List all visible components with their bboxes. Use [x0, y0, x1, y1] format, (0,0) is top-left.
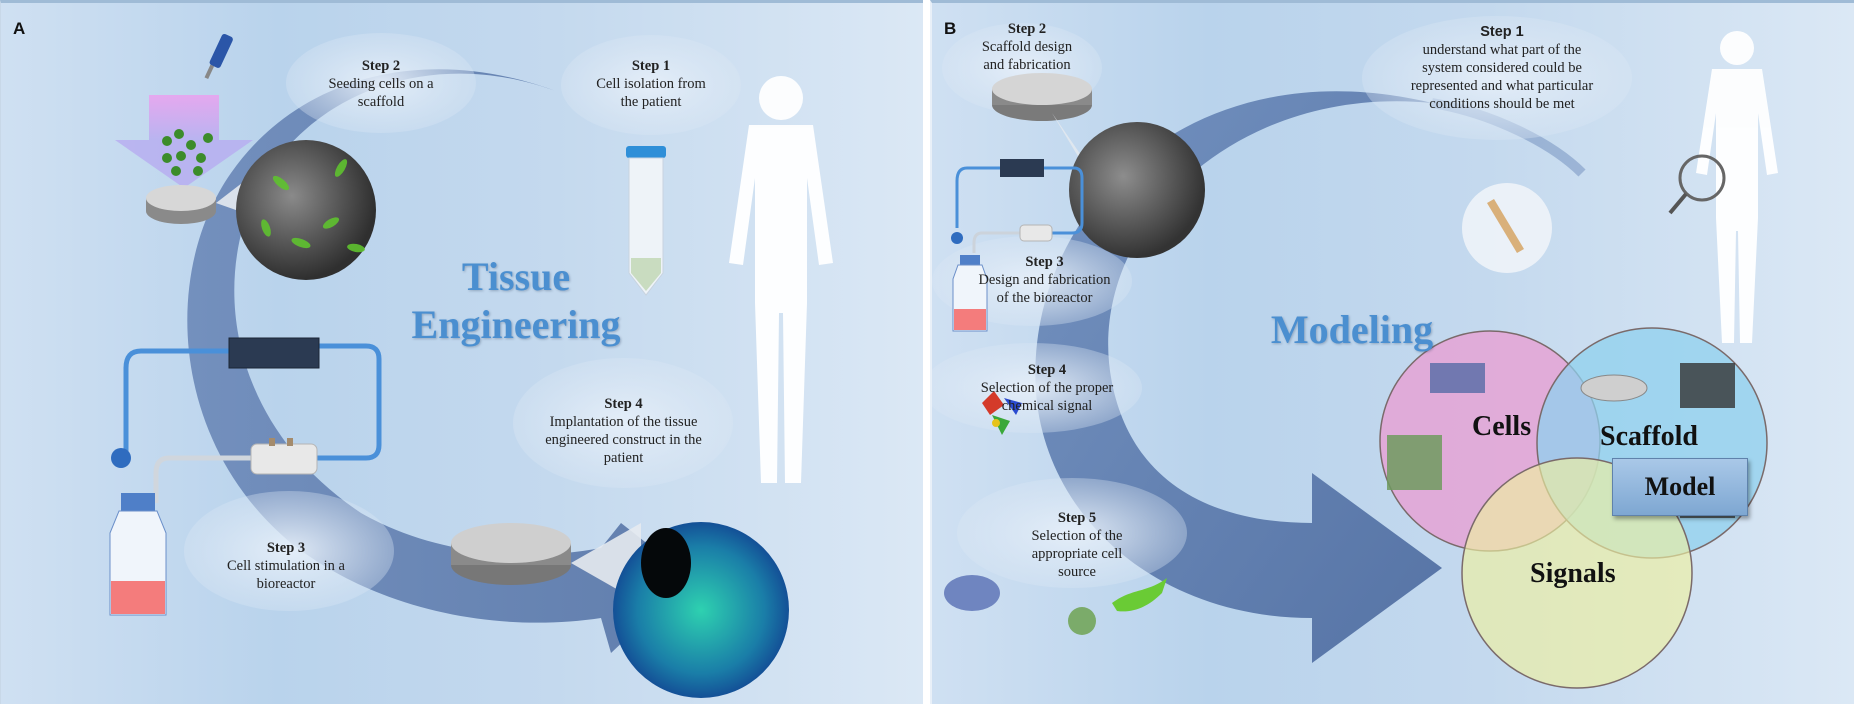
filter-icon-b: [951, 232, 963, 244]
bioreactor-chamber-icon: [250, 438, 318, 475]
step-5-label-b: Step 5 Selection of the appropriate cell…: [1031, 510, 1123, 580]
scaffold-micrograph-b: [1069, 122, 1205, 258]
panel-b-artwork: [932, 16, 1778, 689]
venn-label-cells: Cells: [1472, 411, 1532, 442]
patient-silhouette-a: [729, 76, 833, 483]
venn-cells-sem-green: [1387, 435, 1442, 490]
scaffold-disk-a: [146, 185, 216, 224]
magnifier-icon: [1678, 154, 1726, 202]
protein-structure-icon: [982, 391, 1022, 435]
seeded-scaffold-micrograph: [236, 140, 376, 280]
panel-a-artwork: [109, 33, 833, 698]
step1-bubble-a: [561, 35, 741, 135]
cell-cluster-blue: [944, 575, 1000, 611]
step2-bubble-a: [286, 33, 476, 133]
step-3-label-b: Step 3 Design and fabrication of the bio…: [978, 254, 1111, 306]
step-2-label-a: Step 2 Seeding cells on a scaffold: [328, 58, 434, 110]
step-4-label-b: Step 4 Selection of the proper chemical …: [980, 362, 1114, 414]
panel-label-b: B: [944, 19, 957, 38]
step-3-label-a: Step 3 Cell stimulation in a bioreactor: [226, 540, 345, 592]
panel-a-tissue-engineering: A: [0, 0, 923, 704]
step4-bubble-b: [932, 343, 1142, 433]
filter-icon: [111, 448, 131, 468]
venn-label-scaffold: Scaffold: [1600, 421, 1698, 452]
media-bottle-icon: [109, 493, 167, 616]
step-1-label-b: Step 1 understand what part of the syste…: [1410, 24, 1594, 112]
scaffold-disk-b: [992, 73, 1092, 121]
step4-bubble-a: [513, 358, 733, 488]
step5-bubble-b: [957, 478, 1187, 588]
panel-label-a: A: [13, 19, 26, 38]
femur-bone-icon: [1487, 199, 1524, 253]
step1-bubble-b: [1362, 16, 1632, 140]
step-1-label-a: Step 1 Cell isolation from the patient: [596, 58, 706, 110]
cell-tube-icon: [626, 146, 666, 296]
cell-fibroblast-green: [1112, 578, 1167, 612]
venn-label-signals: Signals: [1530, 558, 1616, 589]
cell-seeding-arrow: [115, 95, 253, 188]
modeling-title: Modeling: [1270, 307, 1434, 352]
step3-bubble-a: [184, 491, 394, 611]
pump-icon-b: [1000, 159, 1044, 177]
step-2-label-b: Step 2 Scaffold design and fabrication: [981, 21, 1073, 73]
venn-cells-sem: [1430, 363, 1485, 393]
bioreactor-setup-b: [955, 166, 1084, 253]
pump-icon: [228, 337, 320, 369]
panel-b-modeling: B: [930, 0, 1854, 704]
fluorescence-micrograph: [613, 522, 789, 698]
pipette-icon: [204, 33, 233, 80]
venn-scaffold-disk: [1580, 374, 1648, 402]
model-box: Model: [1612, 458, 1748, 516]
venn-scaffold-sem: [1680, 363, 1735, 408]
patient-silhouette-b: [1696, 31, 1778, 343]
tissue-engineering-title: Tissue Engineering: [411, 254, 621, 347]
cell-cluster-green: [1068, 607, 1096, 635]
tissue-construct-disk: [451, 523, 571, 585]
step-4-label-a: Step 4 Implantation of the tissue engine…: [545, 396, 702, 466]
bioreactor-setup-a: [123, 343, 382, 503]
bioreactor-chamber-icon-b: [1019, 224, 1053, 242]
media-bottle-icon-b: [952, 255, 988, 332]
